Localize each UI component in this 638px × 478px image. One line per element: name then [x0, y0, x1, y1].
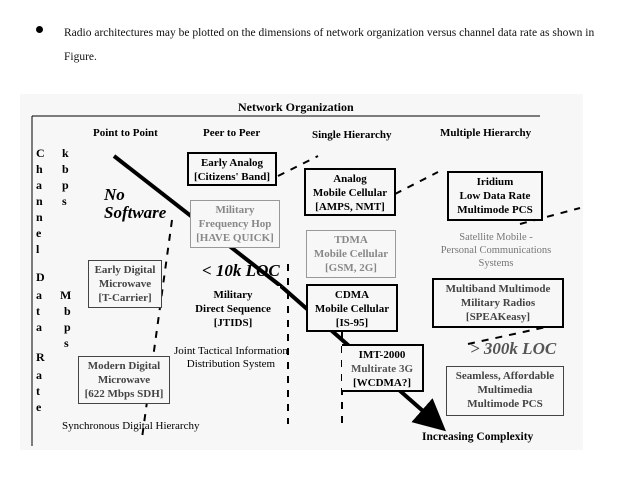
- dashed-line-4b: [467, 323, 561, 345]
- loc-300k-label: > 300k LOC: [470, 339, 557, 358]
- box-analog-mobile-cellular: Analog Mobile Cellular [AMPS, NMT]: [304, 168, 396, 216]
- bullet-dot: [36, 26, 43, 33]
- dashed-line-4a: [519, 207, 581, 225]
- box-early-digital-microwave: Early Digital Microwave [T-Carrier]: [88, 260, 162, 308]
- box-seamless-affordable: Seamless, Affordable Multimedia Multimod…: [446, 366, 564, 416]
- figure-title: Network Organization: [238, 100, 354, 114]
- bullet-text: Radio architectures may be plotted on th…: [64, 27, 595, 63]
- network-organization-figure: Network Organization Point to Point Peer…: [20, 94, 583, 450]
- jtids-label: Joint Tactical Information Distribution …: [174, 345, 288, 370]
- increasing-complexity-label: Increasing Complexity: [422, 431, 534, 443]
- dashed-line-3a: [394, 171, 439, 195]
- sdh-label: Synchronous Digital Hierarchy: [62, 420, 200, 432]
- box-modern-digital-microwave: Modern Digital Microwave [622 Mbps SDH]: [78, 356, 170, 404]
- column-multiple-hierarchy: Multiple Hierarchy: [440, 127, 532, 139]
- box-tdma-mobile-cellular: TDMA Mobile Cellular [GSM, 2G]: [306, 230, 396, 278]
- column-single-hierarchy: Single Hierarchy: [312, 129, 392, 141]
- no-software-label: No Software: [104, 185, 167, 222]
- box-multiband-multimode: Multiband Multimode Military Radios [SPE…: [432, 278, 564, 328]
- loc-10k-label: < 10k LOC: [202, 261, 280, 280]
- box-early-analog: Early Analog [Citizens' Band]: [187, 152, 277, 186]
- box-imt-2000: IMT-2000 Multirate 3G [WCDMA?]: [342, 344, 424, 392]
- box-military-frequency-hop: Military Frequency Hop [HAVE QUICK]: [190, 200, 280, 248]
- column-point-to-point: Point to Point: [93, 127, 158, 139]
- box-iridium: Iridium Low Data Rate Multimode PCS: [447, 171, 543, 221]
- box-cdma-mobile-cellular: CDMA Mobile Cellular [IS-95]: [306, 284, 398, 332]
- column-peer-to-peer: Peer to Peer: [203, 127, 261, 139]
- box-military-direct-sequence: Military Direct Sequence [JTIDS]: [186, 286, 280, 336]
- dashed-line-1: [141, 219, 173, 439]
- satellite-mobile-label: Satellite Mobile - Personal Communicatio…: [440, 232, 552, 269]
